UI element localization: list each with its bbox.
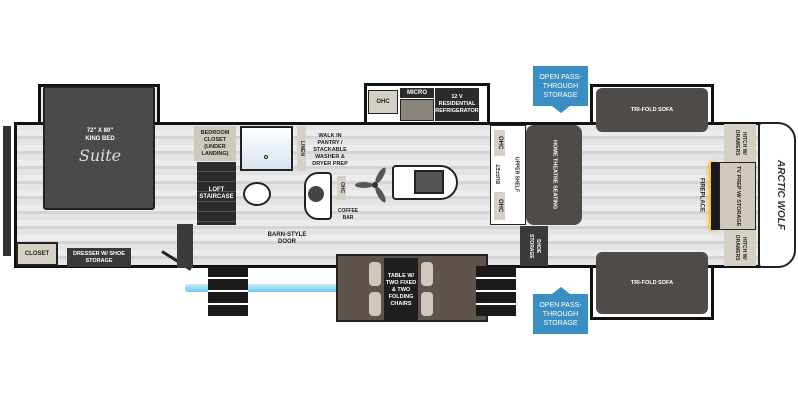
island-sink xyxy=(414,170,444,194)
chair xyxy=(421,262,433,286)
chair xyxy=(369,262,381,286)
tri-fold-sofa-bottom: TRI-FOLD SOFA xyxy=(596,252,708,314)
hitch-drawers-bottom: HITCH W/ DRAWERS xyxy=(724,230,756,266)
ohc-small: OHC xyxy=(337,176,346,200)
ohc-bottom: OHC xyxy=(494,192,505,220)
tri-fold-sofa-top: TRI-FOLD SOFA xyxy=(596,88,708,132)
upper-shelf: UPPER SHELF xyxy=(513,157,520,193)
shoe-storage: SHOE STORAGE xyxy=(520,226,548,266)
closet-panel xyxy=(177,224,193,268)
suite-logo: Suite xyxy=(78,146,122,165)
bedroom-closet: BEDROOM CLOSET (UNDER LANDING) xyxy=(194,126,236,161)
front-cap xyxy=(758,122,796,268)
callout-top: OPEN PASS-THROUGH STORAGE xyxy=(533,66,588,106)
dining-table: TABLE W/ TWO FIXED & TWO FOLDING CHAIRS xyxy=(384,258,418,322)
ceiling-fan-icon xyxy=(355,165,395,205)
callout-bottom-arrow xyxy=(552,287,570,294)
bed-type: KING BED xyxy=(85,136,115,142)
hitch-drawers-top: HITCH W/ DRAWERS xyxy=(724,124,756,162)
dresser: DRESSER W/ SHOE STORAGE xyxy=(67,248,131,267)
entry-steps-rear[interactable] xyxy=(208,266,248,316)
cooktop xyxy=(400,99,434,121)
barn-style-door: BARN-STYLE DOOR xyxy=(267,232,307,245)
buffet: BUFFET xyxy=(496,164,502,184)
fireplace xyxy=(711,162,719,230)
microwave: MICRO xyxy=(400,88,434,98)
callout-bottom: OPEN PASS-THROUGH STORAGE xyxy=(533,294,588,334)
ohc-top: OHC xyxy=(494,130,505,156)
shower-drain xyxy=(264,155,268,159)
sink-basin xyxy=(308,186,324,202)
entry-steps-front[interactable] xyxy=(476,266,516,316)
linen: LINEN xyxy=(297,126,306,171)
kitchen-ohc: OHC xyxy=(368,90,398,114)
home-theatre-seating: HOME THEATRE SEATING xyxy=(526,125,582,225)
rear-bumper xyxy=(3,126,11,256)
bed-size: 72" X 80" xyxy=(86,128,114,134)
chair xyxy=(369,292,381,316)
closet: CLOSET xyxy=(16,242,58,266)
shower xyxy=(240,126,293,171)
callout-top-arrow xyxy=(552,106,570,113)
chair xyxy=(421,292,433,316)
king-bed xyxy=(43,86,155,210)
refrigerator: 12 V RESIDENTIAL REFRIGERATOR xyxy=(435,88,479,121)
arctic-wolf-logo: Arctic Wolf xyxy=(775,160,786,230)
coffee-bar: COFFEE BAR xyxy=(337,208,359,221)
fireplace-label: FIREPLACE xyxy=(698,177,705,212)
toilet xyxy=(243,182,271,206)
tv-prep-storage: TV PREP W/ STORAGE xyxy=(719,162,756,230)
walk-in-pantry: WALK IN PANTRY / STACKABLE WASHER & DRYE… xyxy=(312,132,348,167)
loft-staircase: LOFT STAIRCASE xyxy=(197,162,236,225)
